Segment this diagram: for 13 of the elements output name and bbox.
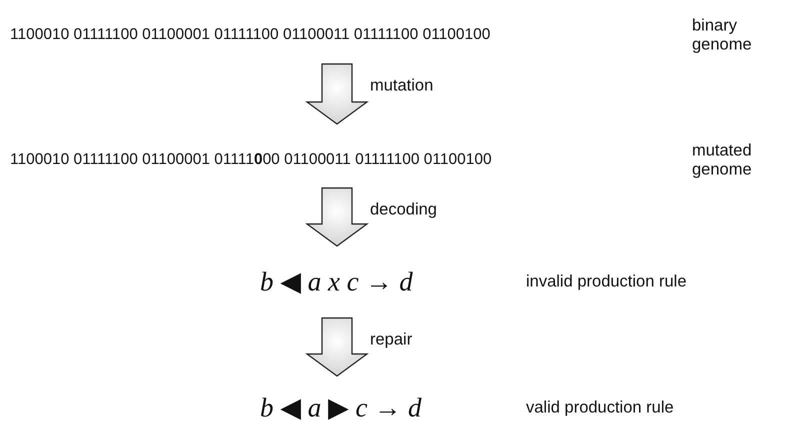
node-label: valid production rule (526, 398, 674, 418)
block-arrow (305, 317, 369, 377)
edge-label: decoding (370, 200, 437, 220)
node-label: invalid production rule (526, 272, 687, 292)
node-label: mutated genome (692, 141, 753, 179)
bit-string: 1100010 01111100 01100001 01111000 01100011 01111100 01100100 (10, 151, 492, 169)
node-label: binary genome (692, 16, 753, 54)
production-rule: b ◀ a ▶ c → d (260, 392, 422, 424)
block-arrow (305, 63, 369, 125)
edge-label: repair (370, 330, 412, 350)
bit-string: 1100010 01111100 01100001 01111100 01100011 01111100 01100100 (10, 26, 490, 44)
production-rule: b ◀ a x c → d (260, 266, 413, 298)
block-arrow (305, 187, 369, 247)
